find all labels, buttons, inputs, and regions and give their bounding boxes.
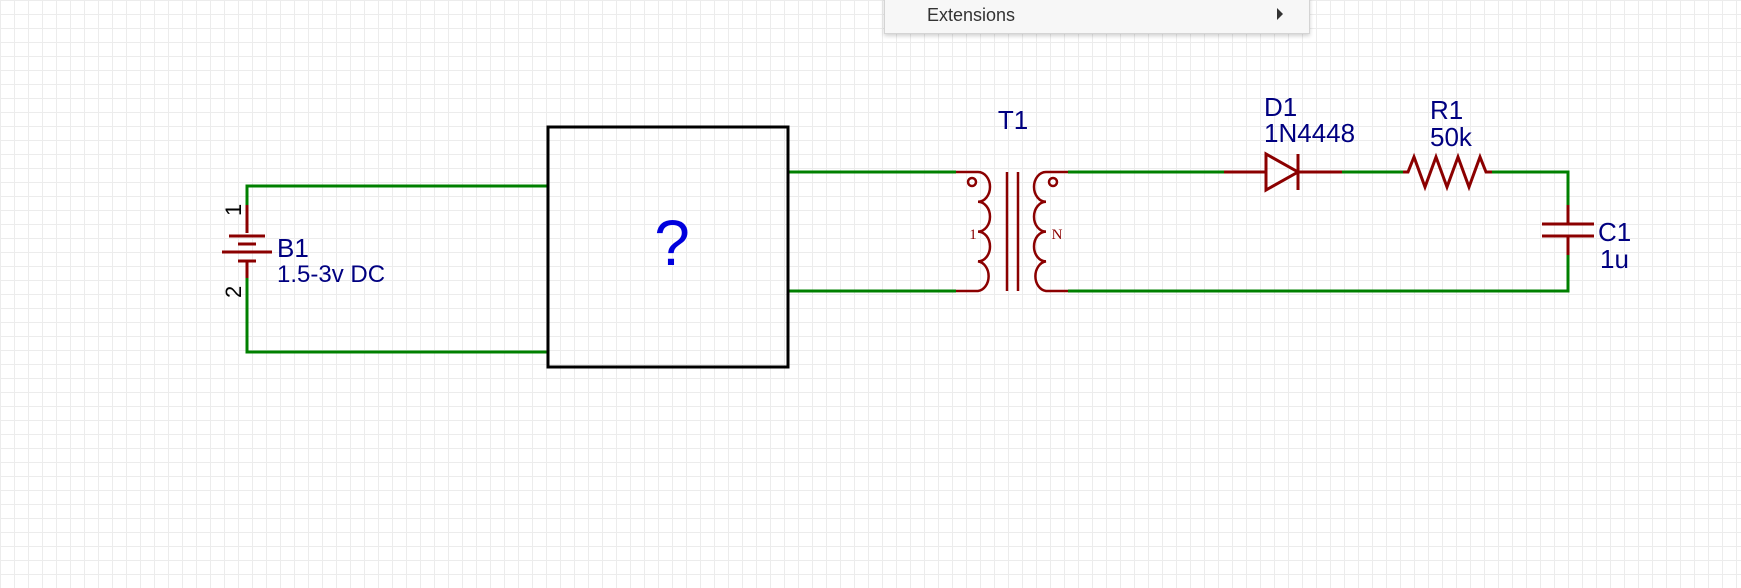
battery-pin2-label: 2 bbox=[221, 286, 246, 298]
diode-value: 1N4448 bbox=[1264, 118, 1355, 148]
battery-pin1-label: 1 bbox=[221, 204, 246, 216]
wire-battery-bottom[interactable] bbox=[245, 278, 548, 354]
capacitor-value: 1u bbox=[1600, 244, 1629, 274]
capacitor-designator: C1 bbox=[1598, 217, 1631, 247]
transformer-t1[interactable] bbox=[956, 170, 1068, 293]
transformer-designator: T1 bbox=[998, 105, 1028, 135]
diode-d1[interactable] bbox=[1224, 151, 1342, 193]
wire-r1-to-c1[interactable] bbox=[1492, 170, 1570, 222]
battery-value: 1.5-3v DC bbox=[277, 261, 385, 288]
unknown-block[interactable] bbox=[546, 125, 790, 369]
transformer-secondary-label: N bbox=[1052, 227, 1063, 243]
resistor-value: 50k bbox=[1430, 122, 1473, 152]
unknown-block-label: ? bbox=[654, 207, 690, 279]
battery-b1[interactable] bbox=[222, 205, 272, 278]
diode-designator: D1 bbox=[1264, 92, 1297, 122]
battery-designator: B1 bbox=[277, 233, 309, 263]
resistor-designator: R1 bbox=[1430, 95, 1463, 125]
wire-c1-bottom[interactable] bbox=[1068, 240, 1570, 293]
context-menu: Extensions bbox=[884, 0, 1310, 34]
transformer-primary-label: 1 bbox=[969, 227, 977, 243]
wire-battery-top[interactable] bbox=[245, 184, 548, 205]
menu-item-extensions-label: Extensions bbox=[927, 5, 1016, 25]
resistor-r1[interactable] bbox=[1403, 152, 1492, 192]
wires bbox=[245, 170, 1570, 354]
caret-right-icon bbox=[1277, 8, 1283, 20]
capacitor-c1[interactable] bbox=[1542, 205, 1594, 255]
menu-item-extensions[interactable]: Extensions bbox=[885, 0, 1309, 34]
